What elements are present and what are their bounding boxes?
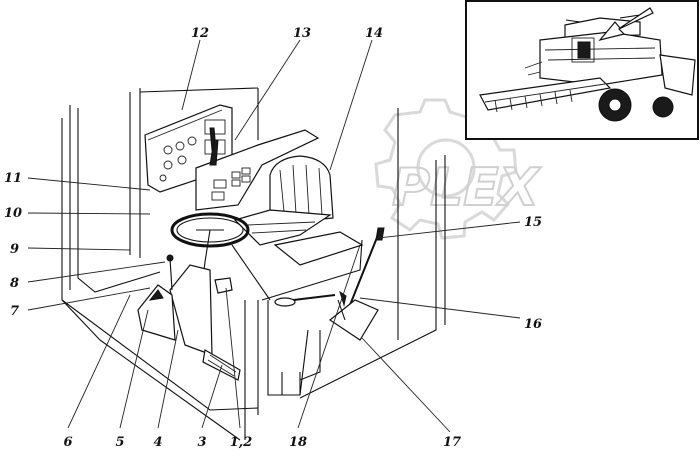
callout-18: 18 [289, 435, 307, 450]
callout-3: 3 [197, 435, 206, 450]
cab-frame [61, 87, 446, 441]
levers [274, 227, 385, 341]
callout-11: 11 [4, 171, 22, 186]
watermark: PLEX [374, 98, 543, 240]
callout-6: 6 [63, 435, 72, 450]
callout-16: 16 [524, 317, 542, 332]
callout-17: 17 [443, 435, 461, 450]
callout-7: 7 [10, 304, 19, 319]
callout-1-2: 1,2 [230, 435, 253, 450]
callout-10: 10 [4, 206, 22, 221]
leader-lines [27, 39, 521, 433]
callout-4: 4 [153, 435, 162, 450]
callout-8: 8 [10, 276, 19, 291]
callout-5: 5 [115, 435, 124, 450]
combine-harvester [479, 14, 696, 122]
callout-14: 14 [365, 26, 383, 41]
callout-12: 12 [191, 26, 209, 41]
console [195, 129, 320, 211]
operator-seat [233, 155, 364, 266]
callout-15: 15 [524, 215, 542, 230]
inset-harvester [465, 0, 699, 140]
callout-13: 13 [293, 26, 311, 41]
arrow-icon [598, 7, 654, 42]
watermark-text: PLEX [392, 158, 542, 218]
pedals [137, 254, 241, 381]
callout-labels: 12 13 14 11 10 9 8 7 6 5 4 3 1,2 18 17 1… [4, 26, 542, 450]
callout-9: 9 [10, 242, 19, 257]
